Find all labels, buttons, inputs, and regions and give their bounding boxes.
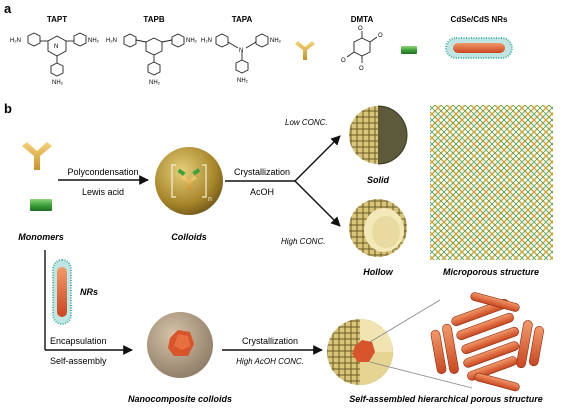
monomer-y-icon	[22, 142, 52, 170]
tapb-structure	[123, 33, 185, 76]
tritopic-monomer-icon	[295, 41, 315, 60]
tapt-h2n-label: H₂N	[10, 38, 21, 44]
tapa-n-label: N	[239, 48, 243, 54]
colloid-subscript-n: n	[208, 196, 212, 203]
tapa-nh2-right-label: NH₂	[270, 38, 282, 44]
encapsulation-label: Encapsulation	[50, 336, 107, 346]
lewis-acid-label: Lewis acid	[82, 187, 124, 197]
tapt-structure	[27, 32, 87, 77]
nrs-title: CdSe/CdS NRs	[451, 15, 508, 24]
tapb-h2n-label: H₂N	[106, 38, 117, 44]
nanocomposite-label: Nanocomposite colloids	[128, 394, 232, 404]
tapt-nh2-right-label: NH₂	[88, 38, 100, 44]
panel-b-label: b	[4, 101, 12, 116]
tapa-nh2-bottom-label: NH₂	[237, 78, 249, 84]
monomer-bar-icon	[30, 199, 52, 211]
dmta-o-bottom-label: O	[359, 66, 364, 72]
microporous-label: Microporous structure	[443, 267, 539, 277]
colloid-y-icon	[181, 176, 197, 190]
nrs-label: NRs	[80, 287, 98, 297]
tapb-nh2-bottom-label: NH₂	[149, 80, 161, 86]
hierarchical-sphere	[327, 319, 393, 385]
dmta-title: DMTA	[351, 15, 374, 24]
self-assembly-label: Self-assembly	[50, 356, 107, 366]
polycondensation-label: Polycondensation	[67, 167, 138, 177]
dmta-o-top-label: O	[358, 26, 363, 32]
acoh-label: AcOH	[250, 187, 274, 197]
high-conc-label: High CONC.	[281, 237, 325, 246]
arrow-to-hollow	[294, 180, 341, 227]
nanorod-cluster	[430, 292, 544, 392]
tapa-h2n-label: H₂N	[201, 38, 212, 44]
colloid-bracket-right	[202, 164, 207, 198]
crystallization-label: Crystallization	[234, 167, 290, 177]
tapb-title: TAPB	[143, 15, 164, 24]
tapt-n-label: N	[54, 44, 58, 50]
low-conc-label: Low CONC.	[285, 118, 328, 127]
dmta-o-left-label: O	[341, 58, 346, 64]
tapt-nh2-bottom-label: NH₂	[52, 80, 64, 86]
ditopic-monomer-icon	[401, 46, 417, 54]
tapb-nh2-right-label: NH₂	[186, 38, 198, 44]
colloid-green-left-icon	[177, 168, 186, 176]
hollow-label: Hollow	[363, 267, 393, 277]
zoom-line-top	[369, 299, 441, 343]
monomers-label: Monomers	[18, 232, 64, 242]
panel-a-label: a	[4, 1, 12, 16]
tapa-structure	[215, 33, 269, 74]
tapa-title: TAPA	[232, 15, 253, 24]
colloid-green-right-icon	[192, 168, 201, 176]
hollow-sphere	[349, 199, 407, 257]
colloids-label: Colloids	[171, 232, 207, 242]
tapt-title: TAPT	[47, 15, 67, 24]
dmta-o-right-label: O	[378, 33, 383, 39]
solid-label: Solid	[367, 175, 390, 185]
self-assembled-label: Self-assembled hierarchical porous struc…	[349, 394, 543, 404]
high-acoh-label: High AcOH CONC.	[236, 357, 304, 366]
arrow-to-solid	[294, 135, 341, 182]
zoom-line-bottom	[369, 361, 473, 389]
solid-sphere	[349, 105, 408, 165]
nanocomposite-sphere	[147, 312, 213, 378]
microporous-lattice	[430, 105, 553, 260]
dmta-structure	[346, 31, 378, 63]
nanorod-top-icon	[445, 37, 513, 59]
colloid-bracket-left	[171, 164, 176, 198]
crystallization2-label: Crystallization	[242, 336, 298, 346]
nanorod-vertical-icon	[52, 259, 72, 325]
